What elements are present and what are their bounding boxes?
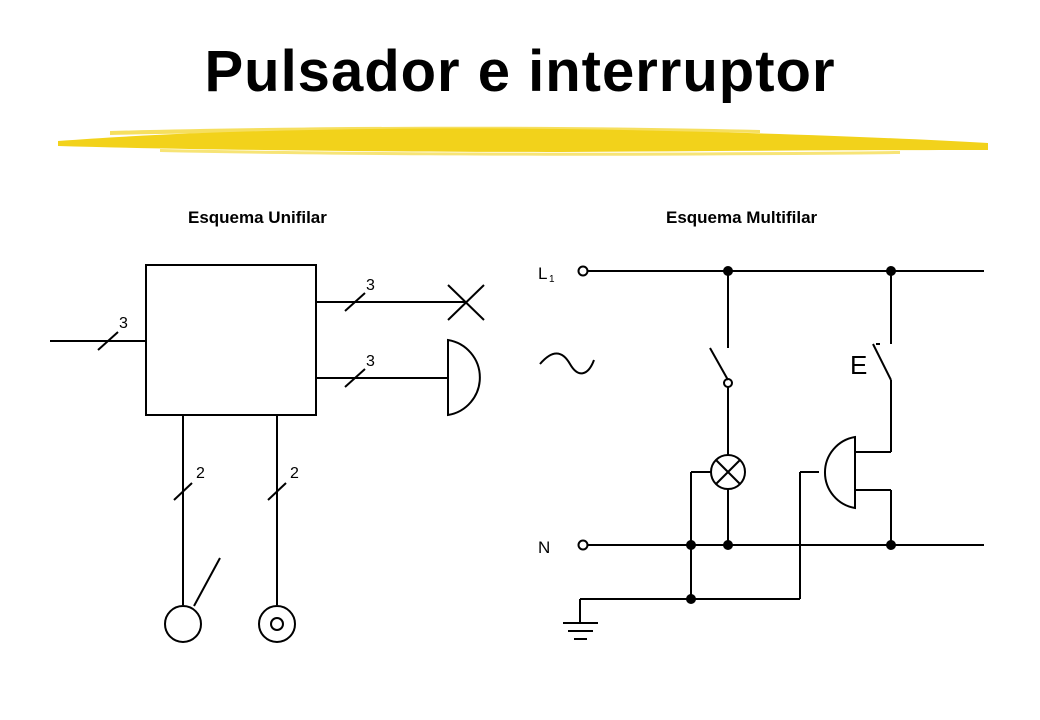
ground-symbol-icon bbox=[563, 622, 598, 640]
switch-symbol-icon bbox=[164, 605, 202, 643]
pushbutton-label: E bbox=[850, 350, 867, 380]
pushbutton-tick bbox=[267, 482, 287, 501]
switch-blade bbox=[709, 347, 729, 381]
input-tick bbox=[97, 331, 119, 351]
phase-label: L bbox=[538, 264, 547, 283]
switch-conductors-label: 2 bbox=[196, 465, 205, 482]
unifilar-labels: 3 3 3 2 2 bbox=[119, 277, 375, 482]
pushbutton-symbol-icon bbox=[258, 605, 296, 643]
multifilar-labels: L 1 N E bbox=[538, 264, 867, 557]
unifilar-heading: Esquema Unifilar bbox=[188, 208, 327, 227]
lamp-conductors-label: 3 bbox=[366, 277, 375, 294]
ac-symbol-icon bbox=[539, 352, 595, 375]
pushbutton-conductors-label: 2 bbox=[290, 465, 299, 482]
lamp-tick bbox=[344, 292, 366, 312]
phase-terminal bbox=[577, 265, 589, 277]
multifilar-diagram bbox=[539, 265, 984, 640]
slide-title: Pulsador e interruptor bbox=[204, 39, 836, 104]
pushbutton-inner bbox=[270, 617, 284, 631]
highlighter-stroke-icon bbox=[58, 126, 988, 156]
neutral-terminal bbox=[577, 539, 589, 551]
bell-symbol-icon bbox=[824, 435, 856, 510]
lamp-circle-symbol-icon bbox=[710, 454, 746, 490]
junction-dots bbox=[686, 266, 896, 604]
junction-box-icon bbox=[145, 264, 317, 416]
input-conductors-label: 3 bbox=[119, 315, 128, 332]
unifilar-diagram bbox=[50, 264, 485, 643]
pushbutton-symbol-icon bbox=[872, 343, 892, 381]
switch-lever bbox=[193, 557, 221, 607]
switch-contact bbox=[723, 378, 733, 388]
multifilar-heading: Esquema Multifilar bbox=[666, 208, 818, 227]
switch-tick bbox=[173, 482, 193, 501]
bell-symbol-icon bbox=[447, 338, 481, 417]
lamp-cross-symbol-icon bbox=[447, 284, 485, 321]
neutral-label: N bbox=[538, 538, 550, 557]
bell-tick bbox=[344, 368, 366, 388]
phase-subscript: 1 bbox=[549, 274, 555, 285]
bell-conductors-label: 3 bbox=[366, 353, 375, 370]
